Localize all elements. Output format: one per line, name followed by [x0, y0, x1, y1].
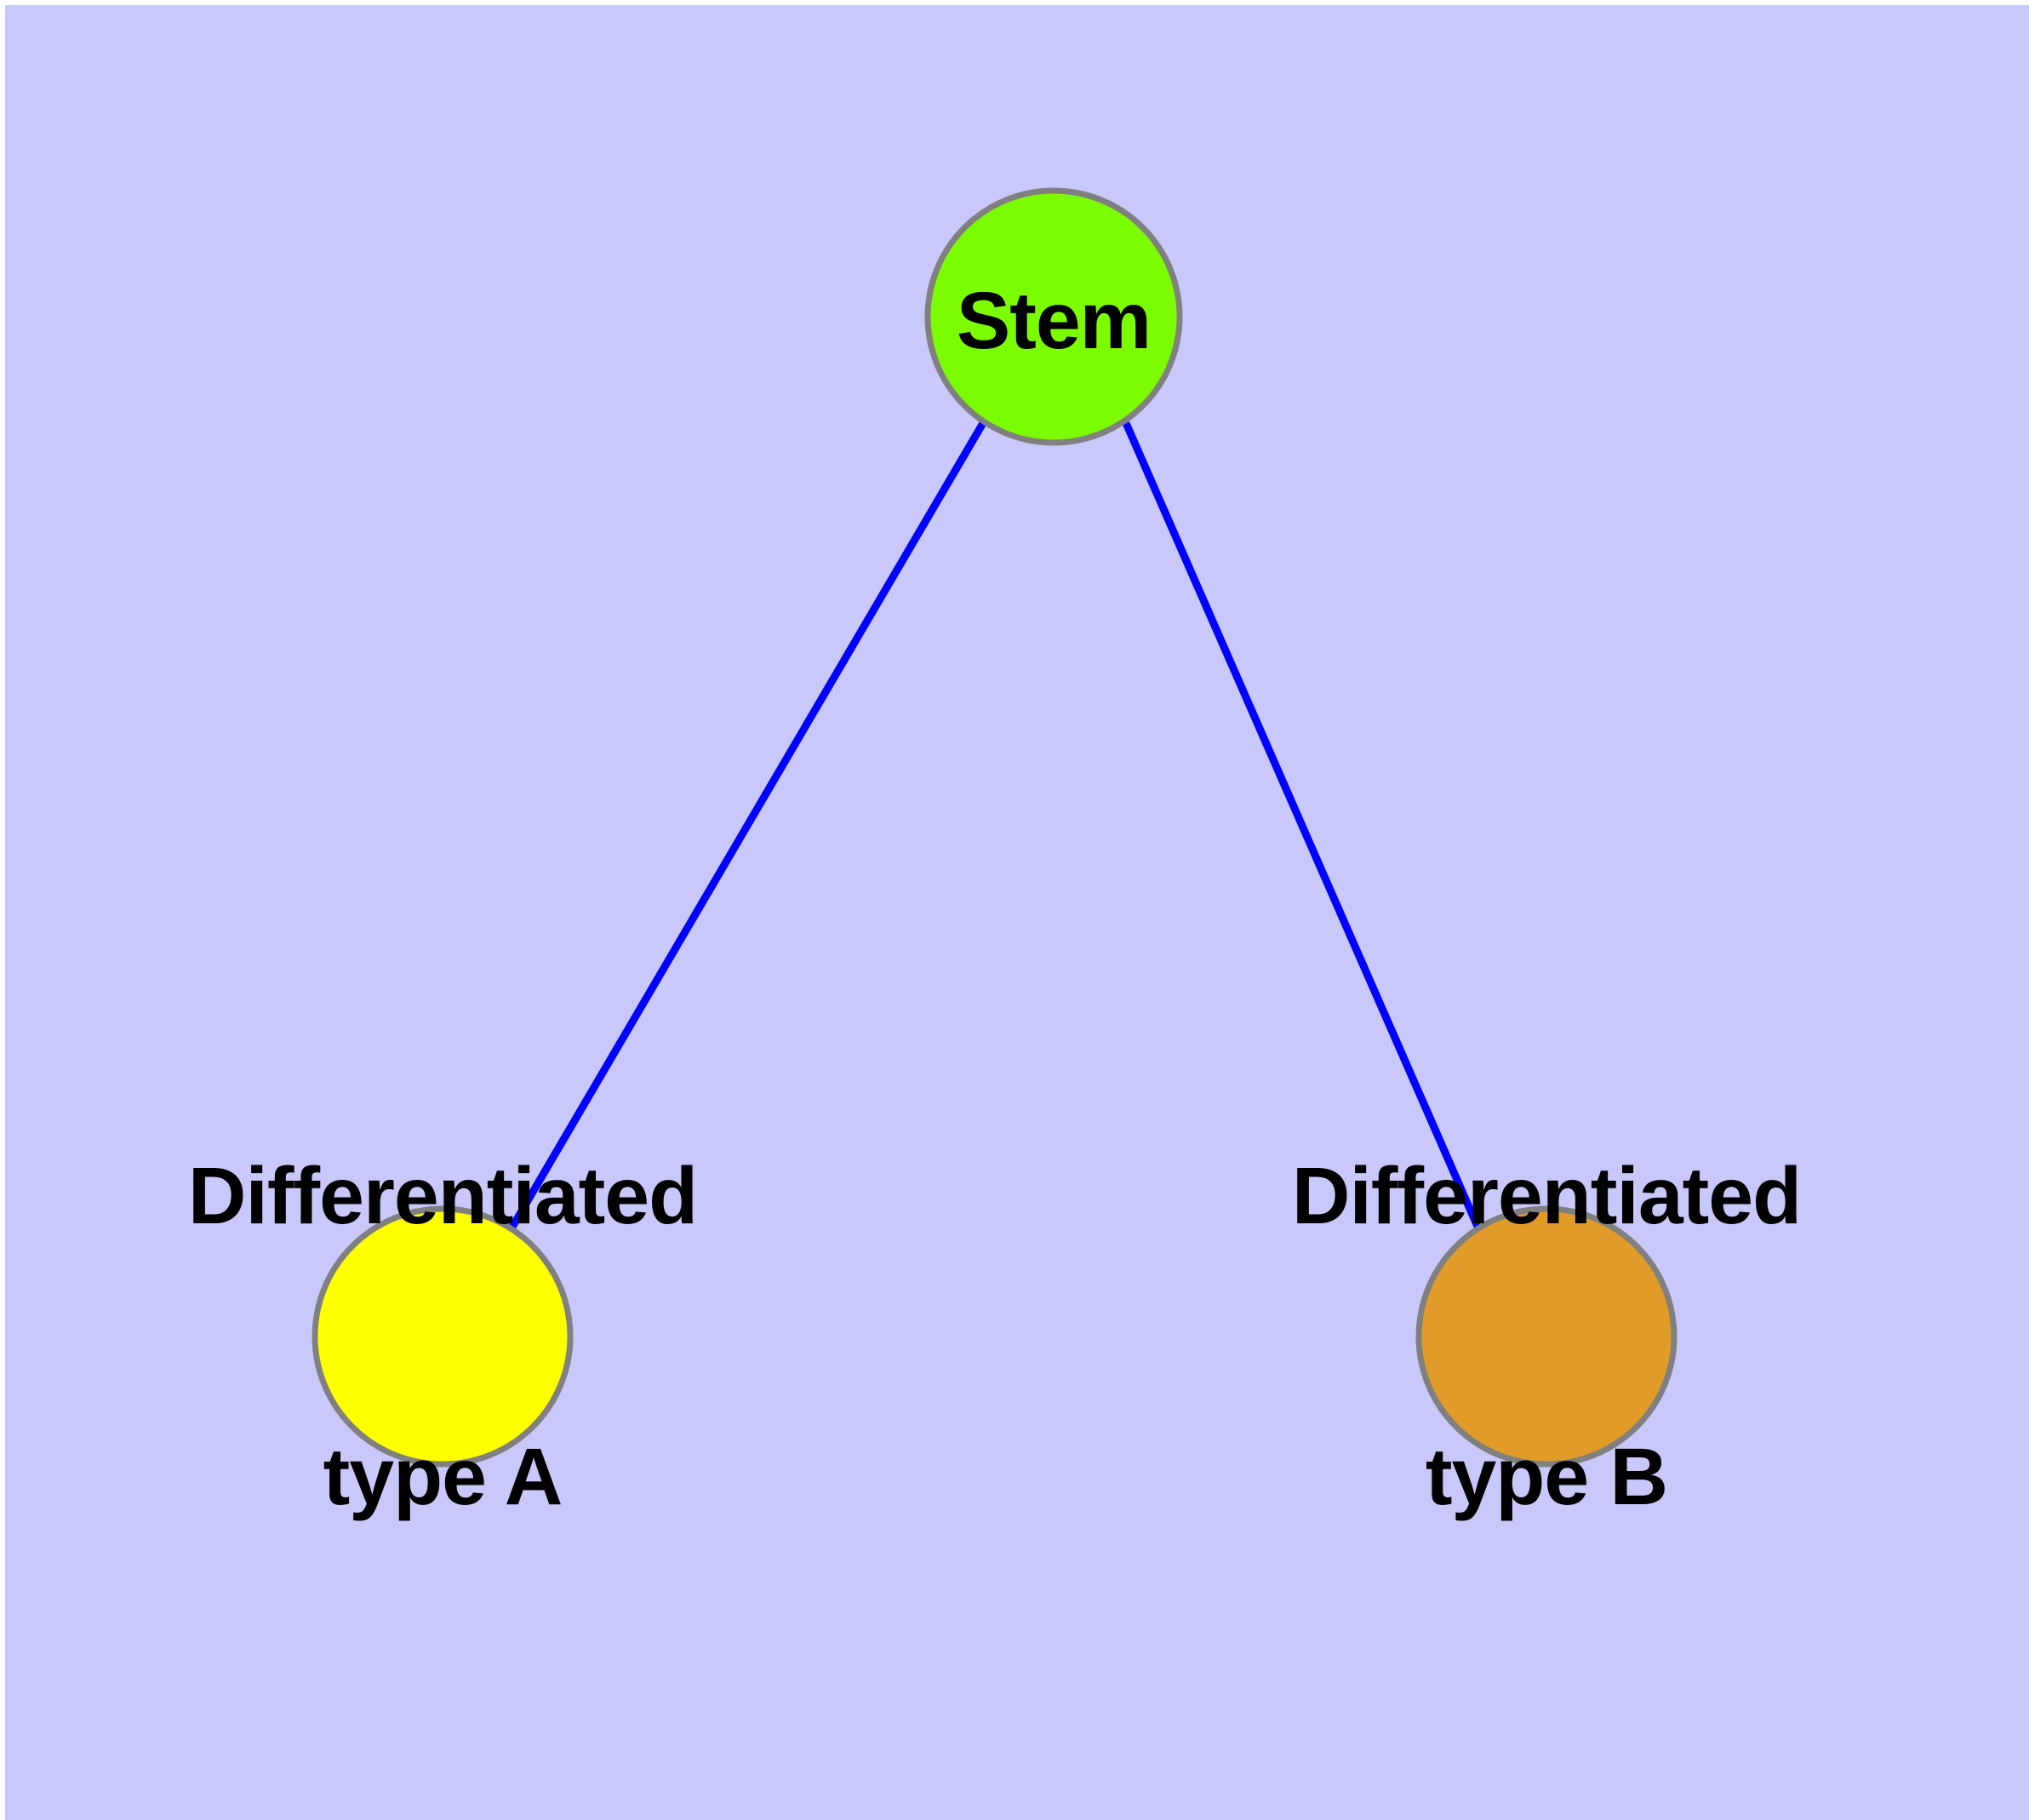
- node-stem[interactable]: [924, 187, 1183, 446]
- node-differentiated-type-a[interactable]: [311, 1205, 574, 1468]
- edge-stem-to-differentiated-type-b: [1122, 421, 1483, 1230]
- node-layer: [311, 187, 1677, 1468]
- edge-stem-to-differentiated-type-a: [508, 421, 986, 1231]
- node-differentiated-type-b[interactable]: [1415, 1205, 1677, 1468]
- edge-layer: [508, 421, 1483, 1231]
